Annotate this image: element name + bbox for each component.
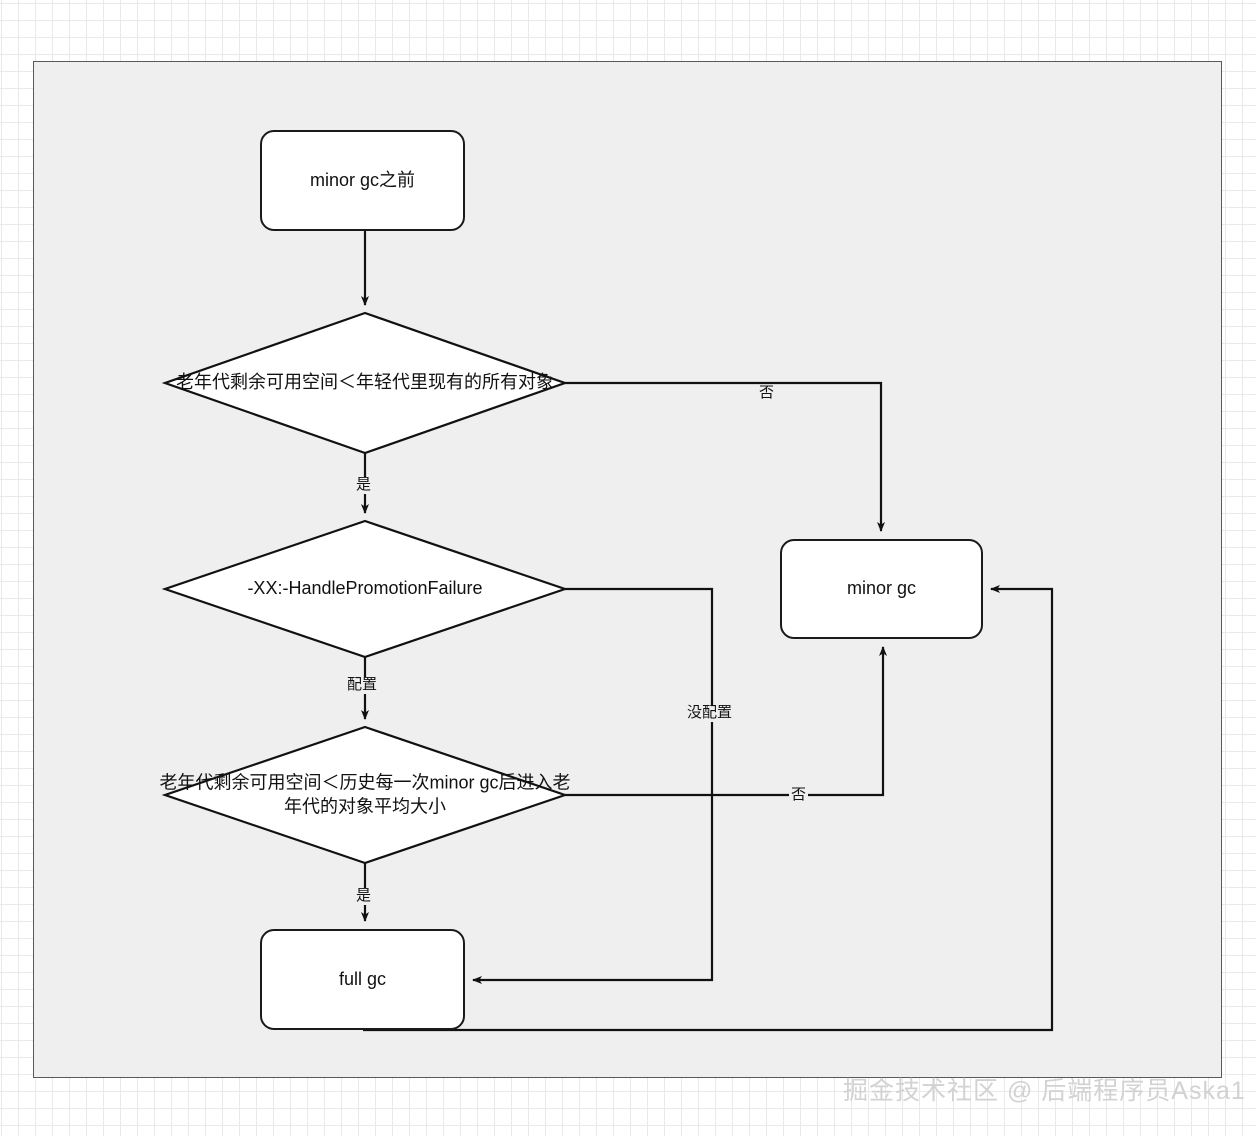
- node-decision-3-label: 老年代剩余可用空间＜历史每一次minor gc后进入老年代的对象平均大小: [159, 772, 571, 816]
- edge-label-decision2-configured: 配置: [345, 676, 380, 694]
- node-minor-gc[interactable]: minor gc: [780, 539, 983, 639]
- edge-label-decision3-no: 否: [789, 786, 809, 804]
- node-decision-2-label: -XX:-HandlePromotionFailure: [247, 578, 483, 599]
- node-full-gc-label: full gc: [338, 968, 387, 989]
- edge-label-decision3-yes: 是: [354, 887, 374, 905]
- node-decision-2[interactable]: -XX:-HandlePromotionFailure: [165, 521, 565, 657]
- node-decision-1[interactable]: 老年代剩余可用空间＜年轻代里现有的所有对象: [155, 313, 575, 453]
- edge-label-decision2-not-configured: 没配置: [685, 704, 735, 722]
- node-decision-3[interactable]: 老年代剩余可用空间＜历史每一次minor gc后进入老年代的对象平均大小: [150, 727, 580, 863]
- node-full-gc[interactable]: full gc: [260, 929, 465, 1030]
- watermark-text: 掘金技术社区 @ 后端程序员Aska1: [843, 1077, 1246, 1105]
- node-start-label: minor gc之前: [309, 169, 416, 190]
- node-decision-1-label: 老年代剩余可用空间＜年轻代里现有的所有对象: [176, 372, 554, 393]
- edge-label-decision1-no: 否: [757, 384, 777, 402]
- node-start[interactable]: minor gc之前: [260, 130, 465, 231]
- node-minor-gc-label: minor gc: [846, 578, 917, 599]
- edge-label-decision1-yes: 是: [354, 476, 374, 494]
